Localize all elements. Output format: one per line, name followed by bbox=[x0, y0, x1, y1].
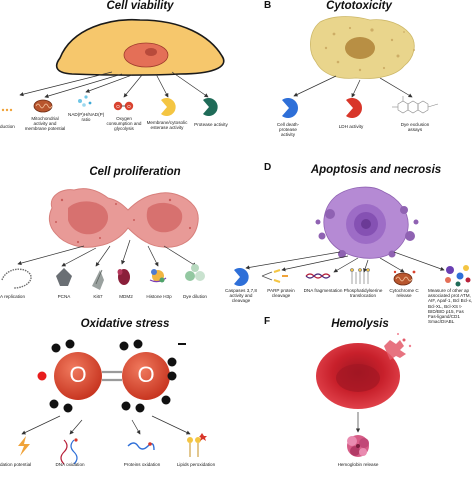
label-e-1: DNA oxidation bbox=[55, 462, 85, 467]
svg-text:O: O bbox=[127, 104, 131, 109]
protease-enzyme-icon-blue bbox=[282, 98, 298, 118]
oxygen-molecule-icon: O O bbox=[113, 101, 134, 111]
esterase-enzyme-icon bbox=[161, 97, 176, 116]
label-a-0: duction bbox=[0, 124, 15, 129]
dna-helix-icon bbox=[60, 438, 78, 465]
dna-fragment-icon bbox=[305, 273, 331, 279]
ldh-enzyme-icon bbox=[346, 98, 362, 118]
panel-letter-b: B bbox=[264, 0, 272, 11]
mitochondrion-cytochrome-icon bbox=[393, 270, 416, 286]
panel-e bbox=[18, 339, 207, 465]
label-c-5: Dye dilution bbox=[182, 294, 207, 299]
hemoglobin-icon bbox=[347, 435, 369, 457]
dots-icon bbox=[1, 108, 13, 112]
radical-electron bbox=[37, 371, 47, 381]
label-d-0: Caspases 3,7,8 activity and cleavage bbox=[225, 288, 257, 304]
label-c-1: PCNA bbox=[57, 294, 71, 299]
parp-scissors-icon bbox=[261, 269, 288, 283]
label-e-3: Lipids peroxidation bbox=[176, 462, 216, 467]
label-c-3: MDM2 bbox=[119, 294, 133, 299]
title-cell-viability: Cell viability bbox=[106, 0, 174, 12]
label-f-0: Hemoglobin release bbox=[337, 462, 379, 467]
dna-ring-icon bbox=[1, 268, 32, 289]
title-cytotoxicity: Cytotoxicity bbox=[326, 0, 392, 12]
caspase-enzyme-icon bbox=[234, 268, 249, 286]
label-d-2: DNA fragmentation bbox=[303, 288, 343, 293]
label-c-2: Ki67 bbox=[93, 294, 103, 299]
panel-a: O O bbox=[1, 18, 225, 116]
label-e-2: Proteins oxidation bbox=[123, 462, 161, 467]
cytotoxic-nucleus bbox=[345, 37, 375, 59]
label-b-2: Dye exclusion assays bbox=[400, 122, 430, 133]
protease-enzyme-icon bbox=[203, 97, 218, 116]
label-b-1: LDH activity bbox=[338, 124, 364, 129]
phosphatidylserine-icon bbox=[350, 268, 370, 284]
title-hemolysis: Hemolysis bbox=[331, 318, 389, 330]
mdm2-protein-icon bbox=[117, 269, 130, 285]
panel-c bbox=[1, 188, 205, 290]
label-d-3: Phosphatidylserine translocation bbox=[343, 288, 383, 299]
membrane-rupture bbox=[384, 333, 412, 360]
pcna-protein-icon bbox=[56, 268, 72, 286]
panel-d bbox=[234, 186, 471, 287]
ki67-protein-icon bbox=[92, 269, 104, 290]
protein-chain-icon bbox=[127, 442, 155, 451]
panel-b bbox=[282, 16, 439, 118]
label-d-1: PARP protein cleavage bbox=[267, 288, 295, 299]
panel-letter-d: D bbox=[264, 162, 272, 173]
svg-text:O: O bbox=[116, 104, 120, 109]
panel-f bbox=[316, 333, 412, 457]
label-e-0: dation potential bbox=[0, 462, 32, 467]
mitochondrion-icon bbox=[33, 99, 53, 113]
dye-dilution-icon bbox=[185, 264, 205, 281]
oxygen-atom-left bbox=[54, 352, 102, 400]
apoptotic-proteins-icon bbox=[445, 265, 471, 287]
title-apoptosis-necrosis: Apoptosis and necrosis bbox=[310, 164, 442, 176]
label-d-4: Cytochrome C release bbox=[389, 288, 419, 299]
lightning-icon bbox=[18, 436, 30, 456]
viability-nucleus bbox=[123, 42, 169, 68]
label-b-0: Cell death-protease activity bbox=[276, 122, 300, 138]
label-a-2: NAD(P)H/NAD(P) ratio bbox=[68, 112, 105, 123]
electron-pairs bbox=[49, 339, 177, 413]
label-d-5: Measure of other ap associated prot ATM,… bbox=[428, 288, 473, 325]
label-a-5: Protease activity bbox=[194, 122, 228, 127]
oxygen-symbol-left: O bbox=[69, 362, 87, 387]
title-cell-proliferation: Cell proliferation bbox=[89, 166, 181, 178]
title-oxidative-stress: Oxidative stress bbox=[80, 318, 170, 330]
histone-icon bbox=[149, 269, 167, 283]
label-c-0: A replication bbox=[0, 294, 26, 299]
lipid-icon bbox=[187, 433, 207, 457]
nadh-molecules-icon bbox=[78, 95, 92, 107]
oxygen-symbol-right: O bbox=[137, 362, 155, 387]
oxygen-atom-right bbox=[122, 352, 170, 400]
label-a-1: Mitochondrial activity and membrane pote… bbox=[24, 116, 66, 132]
panel-letter-f: F bbox=[264, 316, 271, 327]
label-a-3: Oxygen consumption and glycolysis bbox=[106, 116, 142, 132]
label-c-4: Histone H3p bbox=[146, 294, 172, 299]
dye-molecule-icon bbox=[392, 96, 439, 114]
label-a-4: Membrane/cytosolic esterase activity bbox=[146, 120, 188, 131]
